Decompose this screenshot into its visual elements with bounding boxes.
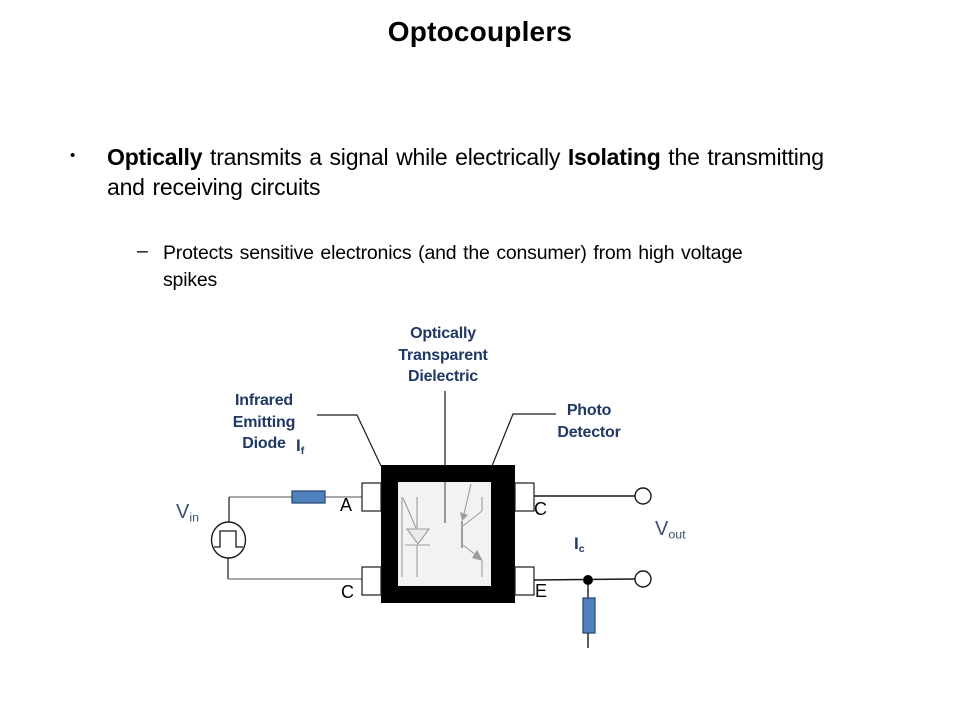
bullet-text-2: the transmitting and receiving circuits — [107, 144, 824, 200]
page-title: Optocouplers — [387, 16, 573, 47]
terminal-top — [634, 487, 652, 505]
callout-line-infrared — [317, 414, 382, 467]
pin-emitter — [514, 566, 535, 596]
sub-bullet-text: Protects sensitive electronics (and the … — [163, 242, 743, 291]
input-resistor — [291, 490, 326, 504]
label-dielectric: Optically Transparent Dielectric — [398, 325, 488, 385]
led-symbol — [401, 497, 431, 577]
label-ic-current: Ic — [574, 534, 585, 555]
pin-cathode — [361, 566, 382, 596]
label-vin: Vin — [176, 501, 199, 525]
bullet-text-1: transmits a signal while electrically — [202, 144, 568, 170]
bullet-bold-isolating: Isolating — [567, 144, 661, 170]
label-if-current: If — [296, 436, 305, 457]
label-infrared-emitting-diode: Infrared Emitting Diode — [232, 392, 296, 452]
terminal-bottom — [634, 570, 652, 588]
main-bullet-text: Optically transmits a signal while elect… — [107, 142, 842, 202]
phototransistor-symbol — [460, 483, 483, 577]
bullet-marker: • — [70, 147, 76, 164]
label-pin-c-left: C — [341, 582, 354, 602]
callout-line-photo — [491, 413, 556, 467]
label-pin-a: A — [340, 495, 353, 515]
pulse-source-circle — [210, 521, 247, 559]
label-photo-detector: Photo Detector — [557, 402, 621, 441]
pin-anode — [361, 482, 382, 512]
label-pin-e: E — [535, 581, 548, 601]
label-vout: Vout — [655, 518, 686, 542]
bullet-bold-optically: Optically — [107, 144, 203, 170]
pin-collector — [514, 482, 535, 512]
junction-dot — [583, 575, 593, 585]
pulse-waveform — [214, 530, 243, 548]
label-pin-c-right: C — [534, 499, 547, 519]
sub-bullet-dash: – — [137, 240, 148, 262]
load-resistor — [582, 597, 596, 634]
